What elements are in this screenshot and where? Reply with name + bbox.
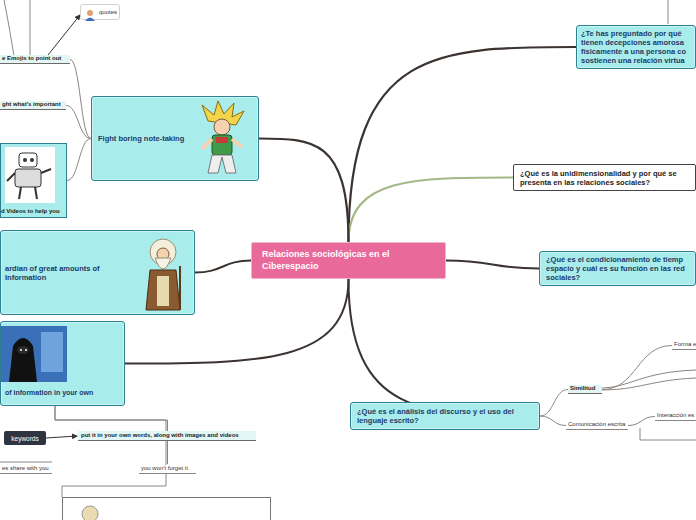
node-text: Comunicación escrita (568, 421, 625, 428)
connector (195, 261, 251, 273)
dark-drawing (1, 326, 67, 382)
connector (259, 139, 349, 243)
big-node: of information in your own (0, 321, 125, 406)
white-node: ¿Qué es la unidimensionalidad y por qué … (513, 164, 696, 191)
node-text: Forma e (674, 341, 696, 348)
big-node: ¿Qué es el análisis del discurso y el us… (350, 402, 540, 430)
connector (628, 417, 655, 426)
connector (602, 346, 672, 390)
node-text: of information in your own (5, 389, 93, 405)
pic-node: d Videos to help you (0, 143, 67, 218)
connector (67, 139, 91, 181)
plain-node: Comunicación escrita (566, 421, 628, 430)
connector (540, 416, 566, 426)
node-text: quotes (99, 9, 117, 15)
robot-illustration (5, 147, 55, 207)
node-text: Relaciones sociológicas en el Ciberespac… (262, 249, 435, 272)
node-text: Fight boring note-taking (98, 134, 184, 143)
plain-node: Forma e (672, 341, 696, 350)
node-text: ght what's important (2, 101, 61, 108)
person-illustration (84, 7, 96, 25)
sub-node: ght what's important (0, 101, 66, 110)
decor-lines (0, 0, 696, 497)
hero-drawing (198, 101, 246, 179)
plain-node: you won't forget it (139, 464, 196, 474)
node-text: ¿Qué es el condicionamiento de tiemp esp… (546, 255, 689, 282)
dark-node: keywords (4, 431, 46, 445)
big-node: ardian of great amounts of Information (0, 230, 195, 315)
big-node: Fight boring note-taking (91, 96, 259, 181)
sub-node: put it in your own words, along with ima… (78, 431, 256, 441)
node-text: es share with you (2, 465, 49, 472)
node-text: you won't forget it (141, 465, 188, 472)
big-node: ¿Te has preguntado por qué tienen decepc… (576, 25, 696, 69)
connector (540, 390, 568, 417)
connector (66, 106, 91, 139)
connector (349, 178, 514, 243)
plain-node: es share with you (0, 464, 52, 474)
node-text: Similitud (570, 385, 595, 392)
sub-node: Similitud (568, 385, 602, 394)
node-text: ¿Te has preguntado por qué tienen decepc… (581, 29, 691, 65)
node-text: put it in your own words, along with ima… (81, 432, 239, 439)
connector (349, 47, 577, 242)
node-text: e Emojis to point out (2, 55, 61, 62)
connector (446, 261, 539, 269)
node-text: Interacción es (657, 412, 694, 419)
big-node: ¿Qué es el condicionamiento de tiemp esp… (539, 251, 696, 286)
connector (48, 15, 80, 55)
node-text: ¿Qué es la unidimensionalidad y por qué … (520, 169, 689, 187)
node-text: ¿Qué es el análisis del discurso y el us… (357, 407, 533, 425)
hero-illustration (198, 101, 246, 183)
plain-node: Interacción es (655, 412, 696, 421)
person-drawing (84, 9, 96, 21)
sub-node: e Emojis to point out (0, 55, 70, 64)
node-text: ardian of great amounts of Information (5, 264, 115, 282)
connector (46, 436, 77, 438)
sage-illustration (140, 236, 186, 316)
sage-drawing (140, 236, 186, 312)
node-text: d Videos to help you (1, 208, 60, 214)
chip-node: quotes (80, 4, 120, 20)
node-text: keywords (11, 435, 38, 442)
robot-drawing (5, 147, 55, 203)
center-node: Relaciones sociológicas en el Ciberespac… (251, 242, 446, 279)
bottom-box (63, 498, 271, 520)
connector (349, 279, 541, 416)
dark-illustration (1, 326, 67, 386)
